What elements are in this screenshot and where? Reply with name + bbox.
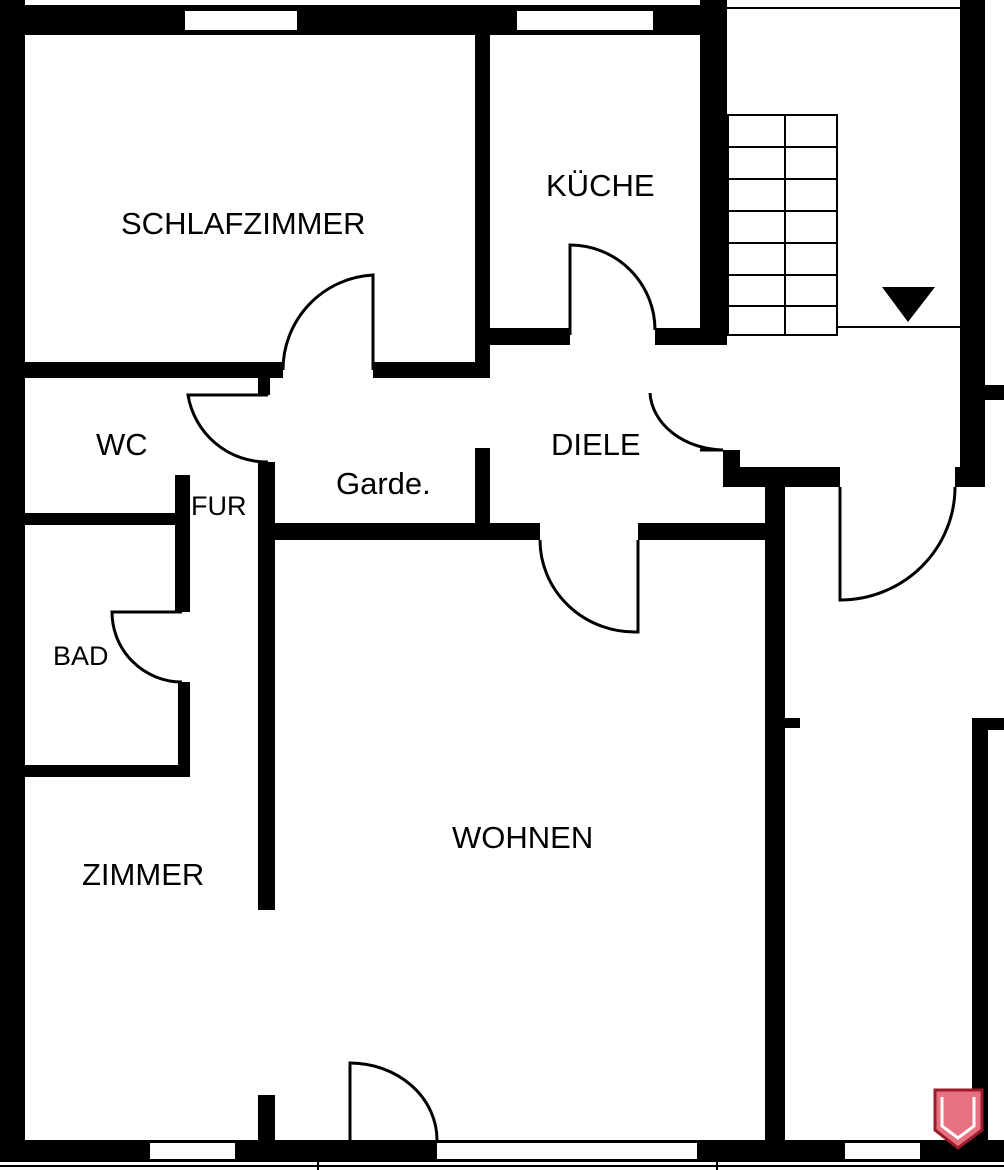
- door-bad: [110, 610, 183, 684]
- room-label-wc: WC: [96, 427, 148, 462]
- room-label-schlafzimmer: SCHLAFZIMMER: [121, 206, 366, 241]
- door-schlafzimmer: [281, 273, 375, 371]
- windows: [150, 11, 920, 1159]
- room-label-bad: BAD: [53, 641, 109, 671]
- shield-logo-icon: [933, 1088, 984, 1150]
- doors: [110, 243, 957, 1141]
- door-kueche: [568, 243, 657, 335]
- down-triangle-icon: [882, 287, 935, 322]
- door-wc: [186, 393, 269, 464]
- stairs: [727, 114, 960, 336]
- room-label-zimmer: ZIMMER: [82, 857, 205, 892]
- door-balcony: [348, 1061, 439, 1141]
- room-label-kueche: KÜCHE: [546, 168, 655, 203]
- room-label-flur: FUR: [191, 491, 247, 521]
- door-entrance: [838, 486, 957, 602]
- room-label-diele: DIELE: [551, 427, 641, 462]
- room-label-wohnen: WOHNEN: [452, 820, 594, 855]
- door-diele: [648, 392, 724, 452]
- door-wohnen: [538, 539, 640, 634]
- room-label-garderobe: Garde.: [336, 466, 431, 501]
